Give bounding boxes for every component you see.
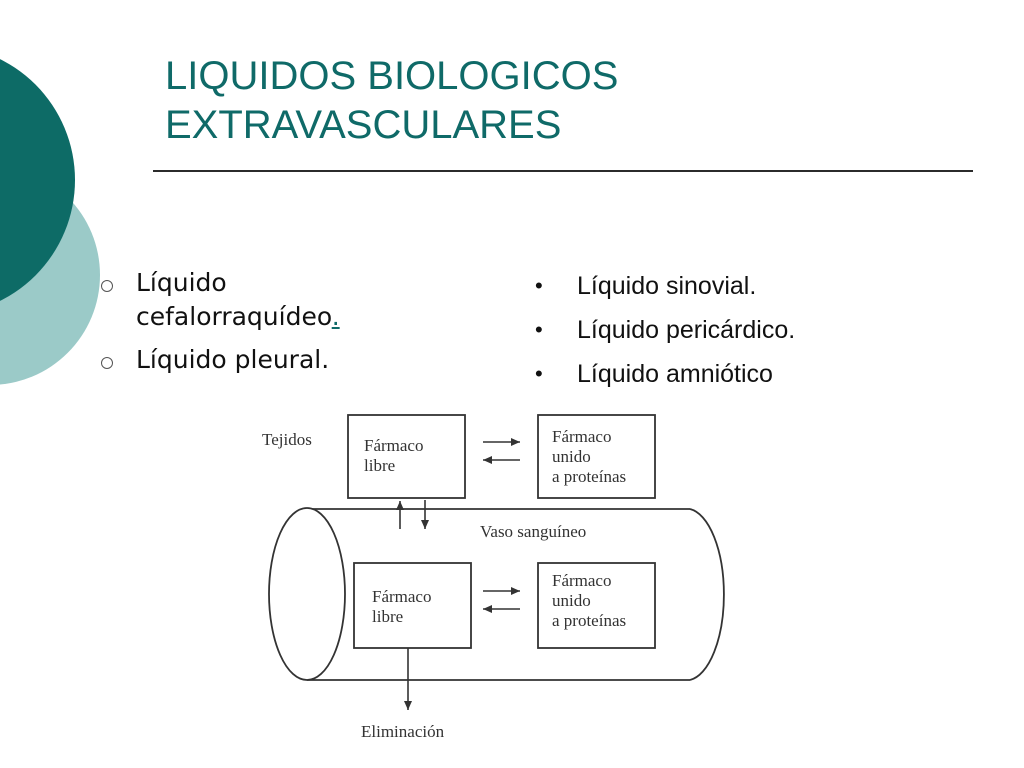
box-text-line: unido [552, 591, 591, 610]
list-item: • Líquido sinovial. [535, 268, 995, 304]
blood-free-drug-text: Fármaco libre [372, 587, 431, 627]
vessel-label: Vaso sanguíneo [480, 522, 587, 541]
list-item-link[interactable]: . [331, 302, 340, 331]
box-text-line: Fármaco [552, 571, 612, 590]
diagram-shapes [268, 414, 725, 710]
dark-circle [0, 59, 75, 301]
list-item-line-1: Líquido pleural. [136, 345, 330, 374]
title-divider [153, 170, 973, 172]
list-item-text: Líquido amniótico [577, 360, 773, 388]
list-item: Líquido pleural. [98, 343, 498, 377]
dot-bullet-icon: • [535, 273, 543, 298]
dot-bullet-icon: • [535, 317, 543, 342]
blood-free-drug-box [353, 562, 472, 649]
tissue-free-drug-text: Fármaco libre [364, 436, 423, 476]
box-text-line: libre [372, 607, 404, 626]
box-text-line: a proteínas [552, 611, 627, 630]
ring-bullet-icon [101, 280, 113, 292]
list-item: • Líquido amniótico [535, 356, 995, 392]
box-text-line: a proteínas [552, 467, 627, 486]
tissue-free-drug-box [347, 414, 466, 499]
equilibrium-arrows [396, 438, 520, 710]
dot-bullet-icon: • [535, 361, 543, 386]
box-text-line: Fármaco [552, 427, 612, 446]
left-bullet-list: Líquido cefalorraquídeo. Líquido pleural… [98, 266, 498, 386]
list-item-text: Líquido sinovial. [577, 272, 757, 300]
blood-vessel-cylinder [268, 507, 725, 681]
list-item: • Líquido pericárdico. [535, 312, 995, 348]
blood-bound-drug-box [537, 562, 656, 649]
box-text-line: unido [552, 447, 591, 466]
ring-bullet-icon [101, 357, 113, 369]
list-item: Líquido cefalorraquídeo. [98, 266, 498, 334]
tissue-bound-drug-box [537, 414, 656, 499]
decorative-circles [0, 59, 100, 385]
box-text-line: libre [364, 456, 396, 475]
list-item-line-1: Líquido [136, 268, 227, 297]
tissue-bound-drug-text: Fármaco unido a proteínas [552, 427, 626, 487]
tissue-label: Tejidos [262, 430, 312, 449]
box-text-line: Fármaco [372, 587, 432, 606]
blood-bound-drug-text: Fármaco unido a proteínas [552, 571, 626, 631]
list-item-text: cefalorraquídeo [136, 302, 332, 331]
slide-title: LIQUIDOS BIOLOGICOS EXTRAVASCULARES [165, 52, 965, 150]
drug-distribution-diagram: Tejidos Vaso sanguíneo Eliminación Fárma… [255, 405, 755, 755]
list-item-text: Líquido pericárdico. [577, 316, 796, 344]
elimination-label: Eliminación [361, 722, 445, 741]
title-line-1: LIQUIDOS BIOLOGICOS [165, 54, 619, 98]
title-line-2: EXTRAVASCULARES [165, 103, 562, 147]
list-item-line-2: cefalorraquídeo. [136, 300, 498, 334]
right-bullet-list: • Líquido sinovial. • Líquido pericárdic… [535, 268, 995, 400]
box-text-line: Fármaco [364, 436, 424, 455]
